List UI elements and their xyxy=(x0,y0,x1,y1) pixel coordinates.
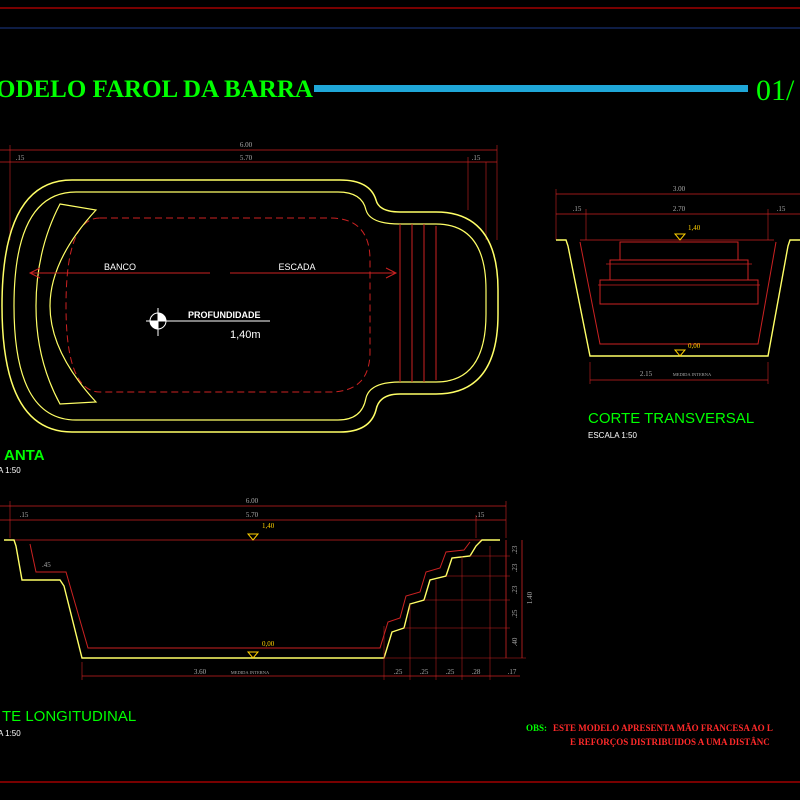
label-banco: BANCO xyxy=(104,262,136,272)
level-marker-icon xyxy=(246,533,260,541)
plan-view: 6.00 .15 5.70 .15 BANCO ESCADA PROFUND xyxy=(0,141,499,475)
long-dim-total: 6.00 xyxy=(246,497,259,505)
obs-label: OBS: xyxy=(526,723,547,733)
cross-section-profile-inner xyxy=(579,241,777,345)
plan-dim-mid: 5.70 xyxy=(240,154,253,162)
label-escada: ESCADA xyxy=(278,262,315,272)
long-right-dim: .23 xyxy=(511,585,519,594)
long-right-dim: .25 xyxy=(511,609,519,618)
long-right-dim: .40 xyxy=(511,637,519,646)
long-section-scale: A 1:50 xyxy=(0,729,21,738)
longitudinal-section-view: 6.00 .15 5.70 .15 .45 1,40 0,00 .23 .23 … xyxy=(0,497,534,738)
plan-dim-right: .15 xyxy=(472,154,481,162)
cross-level-bottom: 0,00 xyxy=(688,342,701,350)
long-bottom-step: .25 xyxy=(394,668,403,676)
long-right-total: 1.40 xyxy=(526,591,534,604)
plan-dim-total: 6.00 xyxy=(240,141,253,149)
cross-dim-right: .15 xyxy=(777,205,786,213)
long-right-dim: .23 xyxy=(511,545,519,554)
long-bottom-step: .25 xyxy=(420,668,429,676)
level-marker-icon xyxy=(246,651,260,659)
plan-dim-left: .15 xyxy=(16,154,25,162)
cross-step-block xyxy=(619,241,739,261)
depth-value: 1,40m xyxy=(230,329,261,341)
cross-level-top: 1,40 xyxy=(688,224,701,232)
long-dim-mid: 5.70 xyxy=(246,511,259,519)
long-level-top: 1,40 xyxy=(262,522,275,530)
cross-dim-bottom-note: MEDIDA INTERNA xyxy=(673,372,712,377)
drawing-title: ODELO FAROL DA BARRA xyxy=(0,76,313,103)
cross-dim-mid: 2.70 xyxy=(673,205,686,213)
plan-title: ANTA xyxy=(4,447,45,464)
plan-scale: A 1:50 xyxy=(0,466,21,475)
long-dim-left: .15 xyxy=(20,511,29,519)
cross-section-scale: ESCALA 1:50 xyxy=(588,431,637,440)
cross-section-profile xyxy=(556,239,800,357)
long-section-profile xyxy=(4,539,500,659)
long-section-profile-inner xyxy=(29,541,471,649)
arrow-head-escada xyxy=(385,267,398,279)
obs-line-2: E REFORÇOS DISTRIBUIDOS A UMA DISTÂNC xyxy=(570,737,770,747)
cross-step-block xyxy=(599,279,759,305)
cross-dim-bottom: 2.15 xyxy=(640,370,653,378)
long-dim-right: .15 xyxy=(476,511,485,519)
long-dim-bottom-note: MEDIDA INTERNA xyxy=(231,670,270,675)
bench-plan xyxy=(35,203,98,405)
arrow-head-banco xyxy=(28,267,41,279)
obs-line-1: ESTE MODELO APRESENTA MÃO FRANCESA AO L xyxy=(553,723,773,733)
pool-plan-floor-outline xyxy=(65,217,371,393)
cross-step-block xyxy=(609,259,749,281)
long-right-dim: .23 xyxy=(511,563,519,572)
pool-plan-inner-edge xyxy=(13,191,487,421)
long-bottom-step: .28 xyxy=(472,668,481,676)
cross-section-view: 3.00 .15 2.70 .15 1,40 0,00 2.15 MEDIDA … xyxy=(555,185,800,440)
long-dim-bottom: 3.60 xyxy=(194,668,207,676)
cross-section-title: CORTE TRANSVERSAL xyxy=(588,410,754,427)
level-marker-icon xyxy=(673,349,687,357)
long-section-title: TE LONGITUDINAL xyxy=(2,708,136,725)
long-dim-step-left: .45 xyxy=(42,561,51,569)
pool-plan-outer-edge xyxy=(1,179,499,433)
long-bottom-step: .17 xyxy=(508,668,517,676)
long-level-bottom: 0,00 xyxy=(262,640,275,648)
level-marker-icon xyxy=(673,233,687,241)
long-bottom-step: .25 xyxy=(446,668,455,676)
sheet-number: 01/ xyxy=(756,74,795,107)
title-accent-bar xyxy=(314,85,748,92)
label-profundidade: PROFUNDIDADE xyxy=(188,310,261,320)
cross-dim-total: 3.00 xyxy=(673,185,686,193)
cross-dim-left: .15 xyxy=(573,205,582,213)
